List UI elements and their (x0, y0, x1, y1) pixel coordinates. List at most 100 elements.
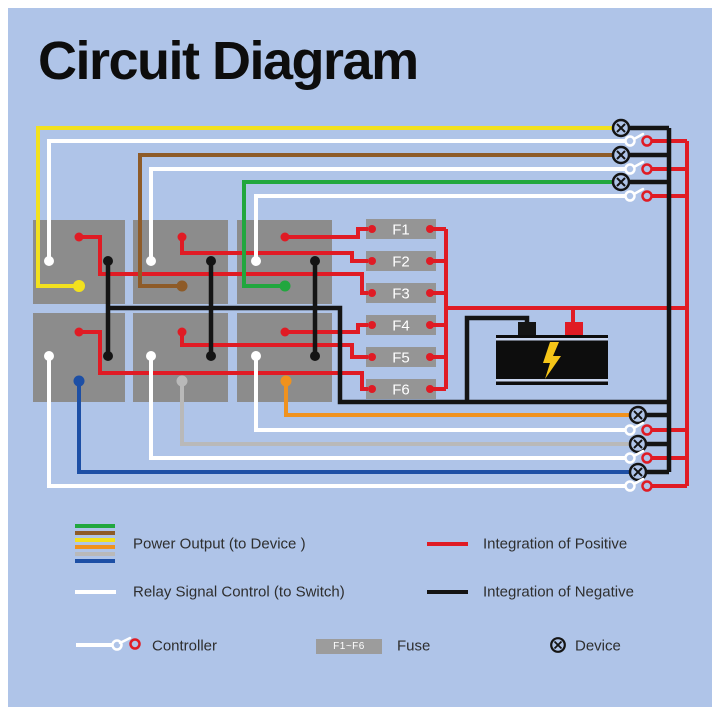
legend-negative-label: Integration of Negative (483, 583, 634, 601)
fuse-label-F3: F3 (392, 286, 410, 303)
fuse-dot-right-F4 (426, 321, 434, 329)
wire-orange (284, 381, 638, 417)
terminal-dot-black (206, 256, 216, 266)
controller-contact-white (624, 190, 636, 202)
power-stripe-orange (75, 545, 115, 549)
device-x-stroke (616, 177, 626, 187)
negative-swatch (427, 590, 468, 594)
device-x-stroke (633, 439, 643, 449)
terminal-dot-brown (176, 280, 188, 292)
fuse-label-F6: F6 (392, 382, 410, 399)
controller-lever (632, 187, 645, 196)
terminal-dot-white (44, 256, 54, 266)
fuse-box-F1 (366, 219, 436, 239)
battery-positive-terminal (565, 322, 583, 335)
relay-signal-swatch (75, 590, 116, 594)
terminal-dot-red (74, 232, 84, 242)
fuse-label-F1: F1 (392, 222, 410, 239)
terminal-dot-black (310, 256, 320, 266)
controller-lever (632, 132, 645, 141)
page-title: Circuit Diagram (38, 31, 419, 91)
controller-lever (632, 449, 645, 458)
fuse-dot-right-F1 (426, 225, 434, 233)
terminal-dot-white (251, 351, 261, 361)
wire-red (285, 227, 368, 239)
terminal-dot-red (177, 327, 187, 337)
controller-contact-white (624, 452, 636, 464)
wire-red (285, 323, 368, 334)
wire-red (180, 332, 368, 359)
wire-white (254, 356, 625, 432)
legend-relay-signal-label: Relay Signal Control (to Switch) (133, 583, 345, 601)
terminal-dot-yellow (73, 280, 85, 292)
power-output-swatch (75, 524, 115, 566)
controller-icon (76, 636, 141, 651)
fuse-box-F2 (366, 251, 436, 271)
terminal-dot-black (103, 351, 113, 361)
controller-contact-white (624, 163, 636, 175)
fuse-dot-right-F5 (426, 353, 434, 361)
legend-controller-label: Controller (152, 637, 218, 655)
terminal-dot-red (74, 327, 84, 337)
terminal-dot-gray (176, 375, 188, 387)
terminal-dot-black (310, 351, 320, 361)
fuse-label-F4: F4 (392, 318, 410, 335)
controller-contact-white (624, 480, 636, 492)
terminal-dot-blue (73, 375, 85, 387)
controller-contact-red (641, 190, 653, 202)
controller-contact-red (641, 480, 653, 492)
fuse-dot-left-F4 (368, 321, 376, 329)
fuse-dot-left-F1 (368, 225, 376, 233)
controller-contact-red (641, 135, 653, 147)
wire-green (242, 180, 621, 288)
battery-stripe-bottom (496, 379, 608, 382)
power-stripe-blue (75, 559, 115, 563)
wire-white (254, 194, 625, 261)
battery-stripe-top (496, 338, 608, 341)
terminal-dot-orange (280, 375, 292, 387)
controller-lever (632, 421, 645, 430)
controller-contact-red (641, 452, 653, 464)
controller-lever (632, 160, 645, 169)
legend-power-output-label: Power Output (to Device ) (133, 535, 306, 553)
power-stripe-green (75, 524, 115, 528)
controller-contact-white (624, 135, 636, 147)
lightning-icon (543, 342, 561, 379)
wire-black (108, 305, 669, 405)
device-icon (550, 637, 566, 653)
fuse-dot-left-F5 (368, 353, 376, 361)
fuse-box-F6 (366, 379, 436, 399)
fuse-label-F5: F5 (392, 350, 410, 367)
fuse-box-F5 (366, 347, 436, 367)
fuse-dot-right-F6 (426, 385, 434, 393)
terminal-dot-red (177, 232, 187, 242)
fuse-dot-left-F2 (368, 257, 376, 265)
wire-gray (180, 381, 638, 446)
terminal-dot-white (251, 256, 261, 266)
fuse-box-F4 (366, 315, 436, 335)
fuse-label-F2: F2 (392, 254, 410, 271)
wire-blue (77, 381, 638, 474)
wire-white (47, 139, 625, 261)
terminal-dot-red (280, 327, 290, 337)
terminal-dot-white (146, 256, 156, 266)
power-stripe-brown (75, 531, 115, 535)
device-x-stroke (633, 410, 643, 420)
device-x-stroke (616, 150, 626, 160)
terminal-dot-black (103, 256, 113, 266)
controller-contact-red (641, 424, 653, 436)
legend-positive-label: Integration of Positive (483, 535, 628, 553)
power-stripe-gray (75, 552, 115, 556)
legend-fuse-label: Fuse (397, 637, 431, 655)
controller-contact-white (624, 424, 636, 436)
fuse-dot-left-F6 (368, 385, 376, 393)
wire-white (149, 167, 625, 261)
legend-device-label: Device (575, 637, 621, 655)
wire-white (47, 356, 625, 488)
controller-contact-red (641, 163, 653, 175)
positive-swatch (427, 542, 468, 546)
controller-lever (632, 477, 645, 486)
device-x-stroke (633, 467, 643, 477)
wire-white (149, 356, 625, 460)
